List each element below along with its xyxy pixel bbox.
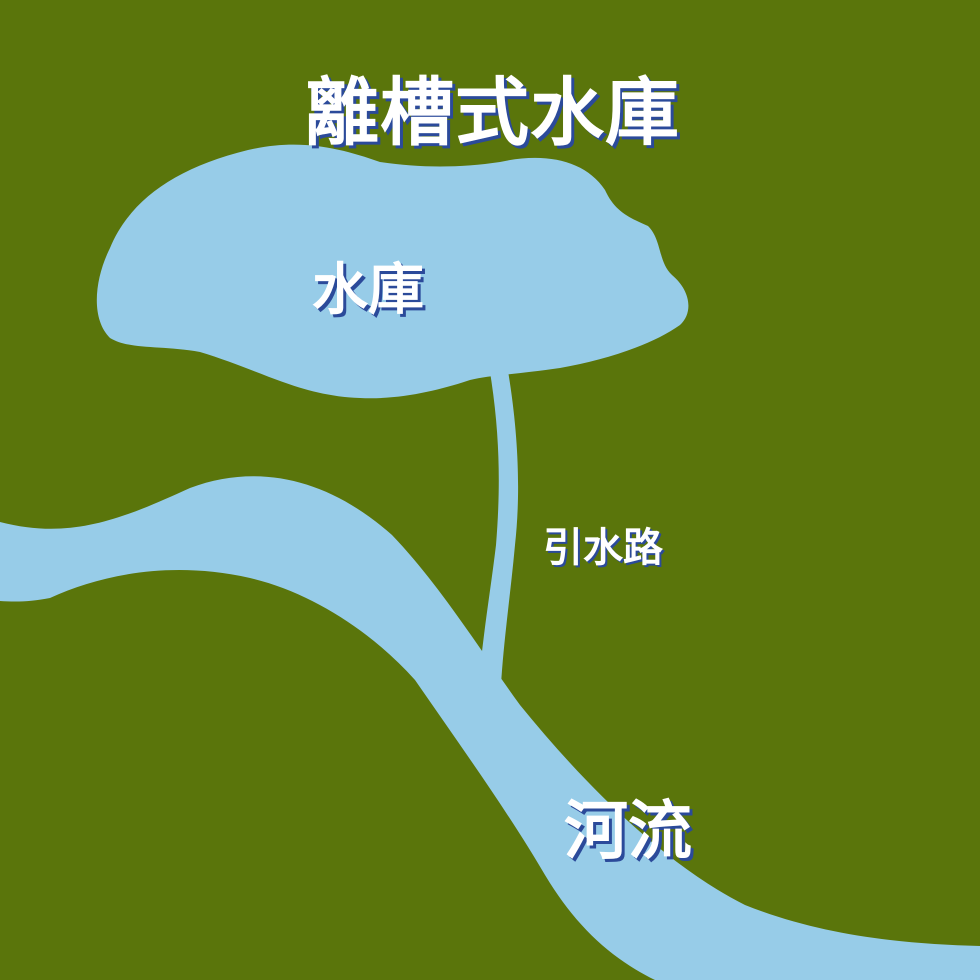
river-label: 河流 [564,794,692,869]
diversion-channel [478,365,519,705]
channel-label: 引水路 [543,524,663,571]
reservoir-label: 水庫 [312,257,424,323]
reservoir-lake [96,144,689,399]
river [0,476,980,980]
diagram-title: 離槽式水庫 [305,70,680,156]
